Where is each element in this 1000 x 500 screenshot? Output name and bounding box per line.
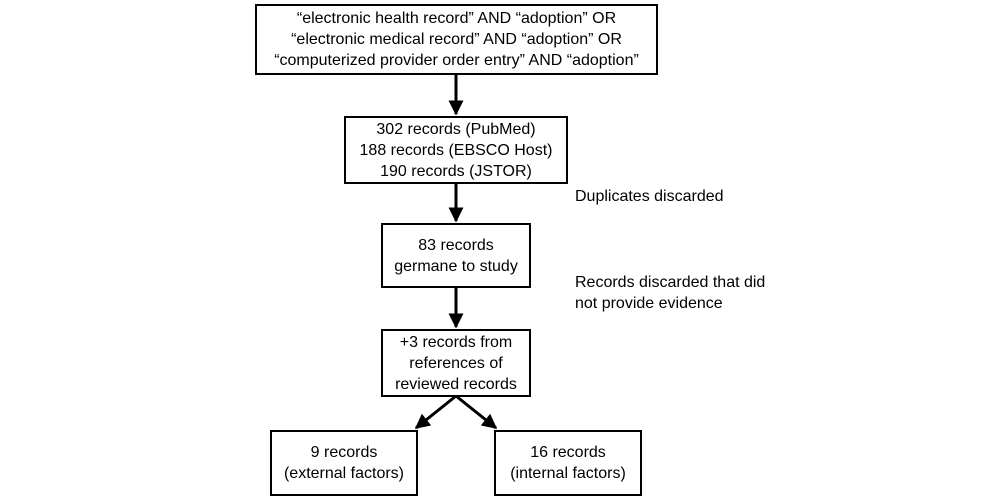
duplicates-discarded-text: Duplicates discarded bbox=[575, 188, 724, 205]
database-records-line: 188 records (EBSCO Host) bbox=[359, 141, 553, 159]
germane-records-line: 83 records bbox=[418, 236, 494, 254]
arrow-references-to-external bbox=[414, 394, 457, 430]
reference-records-box: +3 records from references of reviewed r… bbox=[381, 329, 531, 397]
evidence-discarded-note: Records discarded that did not provide e… bbox=[575, 272, 765, 314]
search-query-line: “computerized provider order entry” AND … bbox=[274, 52, 639, 69]
external-factors-line: 9 records bbox=[310, 444, 378, 461]
duplicates-discarded-note: Duplicates discarded bbox=[575, 186, 724, 207]
search-query-line: “electronic medical record” AND “adoptio… bbox=[291, 31, 622, 48]
reference-records-line: +3 records from bbox=[399, 333, 513, 351]
internal-factors-line: 16 records bbox=[530, 444, 606, 461]
evidence-discarded-line: Records discarded that did bbox=[575, 274, 766, 291]
reference-records-line: references of bbox=[409, 354, 503, 372]
arrow-references-to-internal bbox=[455, 394, 498, 430]
search-query-line: “electronic health record” AND “adoption… bbox=[296, 10, 617, 27]
evidence-discarded-line: not provide evidence bbox=[575, 295, 723, 312]
database-records-box: 302 records (PubMed) 188 records (EBSCO … bbox=[344, 116, 568, 184]
internal-factors-box: 16 records (internal factors) bbox=[494, 430, 642, 496]
database-records-line: 190 records (JSTOR) bbox=[380, 162, 532, 180]
reference-records-line: reviewed records bbox=[395, 375, 517, 393]
external-factors-box: 9 records (external factors) bbox=[270, 430, 418, 496]
database-records-line: 302 records (PubMed) bbox=[376, 120, 536, 138]
germane-records-line: germane to study bbox=[394, 257, 518, 275]
external-factors-line: (external factors) bbox=[283, 465, 405, 482]
search-query-box: “electronic health record” AND “adoption… bbox=[255, 4, 658, 75]
germane-records-box: 83 records germane to study bbox=[381, 223, 531, 288]
internal-factors-line: (internal factors) bbox=[510, 465, 626, 482]
